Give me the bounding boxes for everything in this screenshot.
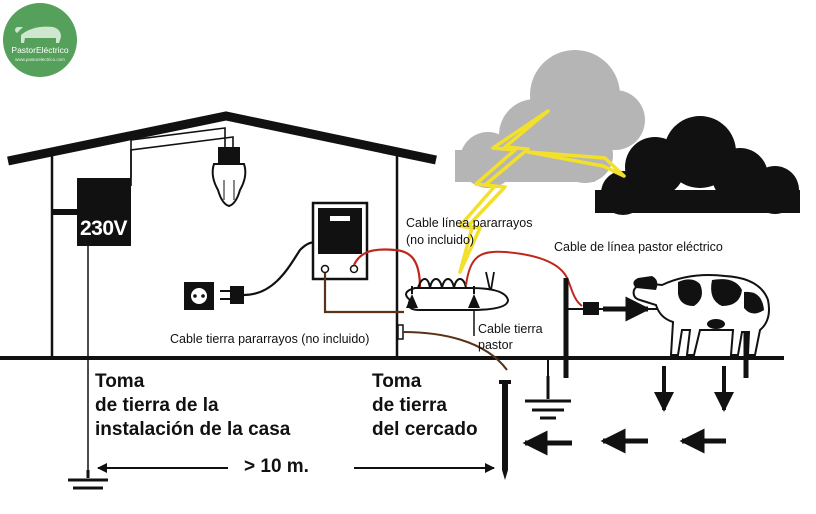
house-ground-title-2: de tierra de la xyxy=(95,395,219,416)
lightning-bolt xyxy=(458,109,626,274)
lightning-ground-cable xyxy=(402,331,508,371)
electric-panel xyxy=(77,178,131,246)
pastor-electrico-logo: PastorEléctrico www.pastorelectrico.com xyxy=(3,3,77,77)
fence-energizer xyxy=(311,201,369,281)
lightning-line-cable xyxy=(465,250,583,307)
lightning-ground-cable-label: Cable tierra pararrayos (no incluido) xyxy=(170,332,370,346)
wall-socket-icon xyxy=(184,282,214,310)
current-arrows-down xyxy=(654,366,734,412)
house-ground-title-3: instalación de la casa xyxy=(95,419,291,440)
logo-url-text: www.pastorelectrico.com xyxy=(15,57,65,62)
cow-silhouette-icon xyxy=(15,26,61,43)
house-ground-title-1: Toma xyxy=(95,371,145,392)
lightning-cable-line-label: Cable línea pararrayos xyxy=(406,216,533,230)
bulb-wiring xyxy=(130,127,234,186)
fence-ground-cable-label-1: Cable tierra xyxy=(478,322,543,336)
house xyxy=(7,111,437,357)
current-arrows-left xyxy=(522,428,726,456)
energizer-ground-wire xyxy=(323,273,404,314)
fence-ground-cable-label-2: pastor xyxy=(478,338,513,352)
fence-ground-symbol xyxy=(525,376,571,420)
wall-pass-through xyxy=(397,324,404,340)
lightning-cable-line-note: (no incluido) xyxy=(406,233,475,247)
fence-ground-rod xyxy=(499,380,511,480)
energizer-live-wire xyxy=(353,248,422,289)
distance-label: > 10 m. xyxy=(244,456,309,477)
black-cloud xyxy=(595,116,800,215)
light-bulb-icon xyxy=(211,147,247,208)
power-cord xyxy=(243,241,322,297)
fence-ground-title-3: del cercado xyxy=(372,419,478,440)
house-ground-symbol xyxy=(68,470,108,490)
lightning-diverter xyxy=(405,271,510,336)
fence-line-cable-label: Cable de línea pastor eléctrico xyxy=(554,240,723,254)
fence-ground-title-1: Toma xyxy=(372,371,422,392)
logo-brand-text: PastorEléctrico xyxy=(11,45,69,55)
fence-ground-title-2: de tierra xyxy=(372,395,447,416)
panel-voltage-label: 230V xyxy=(80,217,128,240)
plug-icon xyxy=(220,286,244,304)
fence-insulator-connector xyxy=(583,302,599,315)
cow-icon xyxy=(632,274,770,356)
